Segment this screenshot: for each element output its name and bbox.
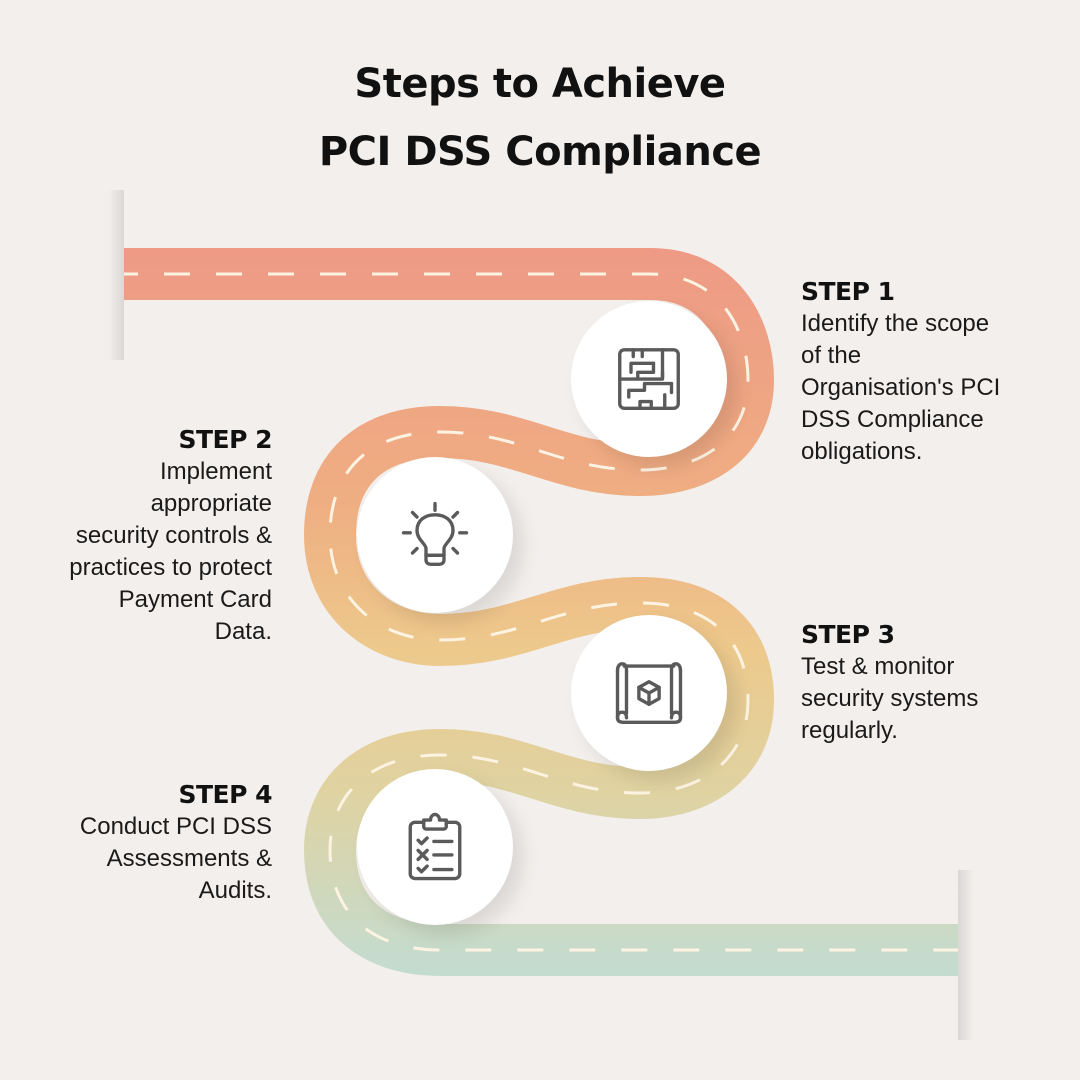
step-2-icon-circle [357, 457, 513, 613]
step-3-description: Test & monitor security systems regularl… [801, 653, 979, 744]
page-title: Steps to Achieve PCI DSS Compliance [0, 50, 1080, 186]
step-3: STEP 3 Test & monitor security systems r… [801, 619, 1061, 747]
title-line-1: Steps to Achieve [354, 61, 726, 107]
step-3-icon-circle [571, 615, 727, 771]
clipboard-checklist-icon [408, 812, 462, 881]
step-4-icon-circle [357, 769, 513, 925]
road-start-shadow [108, 190, 124, 360]
step-1-label: STEP 1 [801, 277, 895, 306]
step-4-label: STEP 4 [178, 780, 272, 809]
maze-icon [618, 348, 680, 410]
lightbulb-icon [401, 501, 469, 566]
title-line-2: PCI DSS Compliance [318, 129, 762, 175]
step-2-label: STEP 2 [178, 425, 272, 454]
step-1: STEP 1 Identify the scope of the Organis… [801, 276, 1061, 468]
step-4: STEP 4 Conduct PCI DSS Assessments & Aud… [20, 779, 273, 907]
step-3-label: STEP 3 [801, 620, 895, 649]
blueprint-cube-icon [615, 662, 683, 724]
lane-markings [124, 272, 958, 952]
step-1-icon-circle [571, 301, 727, 457]
step-1-description: Identify the scope of the Organisation's… [801, 310, 1001, 465]
step-2: STEP 2 Implement appropriate security co… [20, 424, 272, 648]
step-4-description: Conduct PCI DSS Assessments & Audits. [79, 813, 272, 904]
step-2-description: Implement appropriate security controls … [69, 458, 272, 645]
